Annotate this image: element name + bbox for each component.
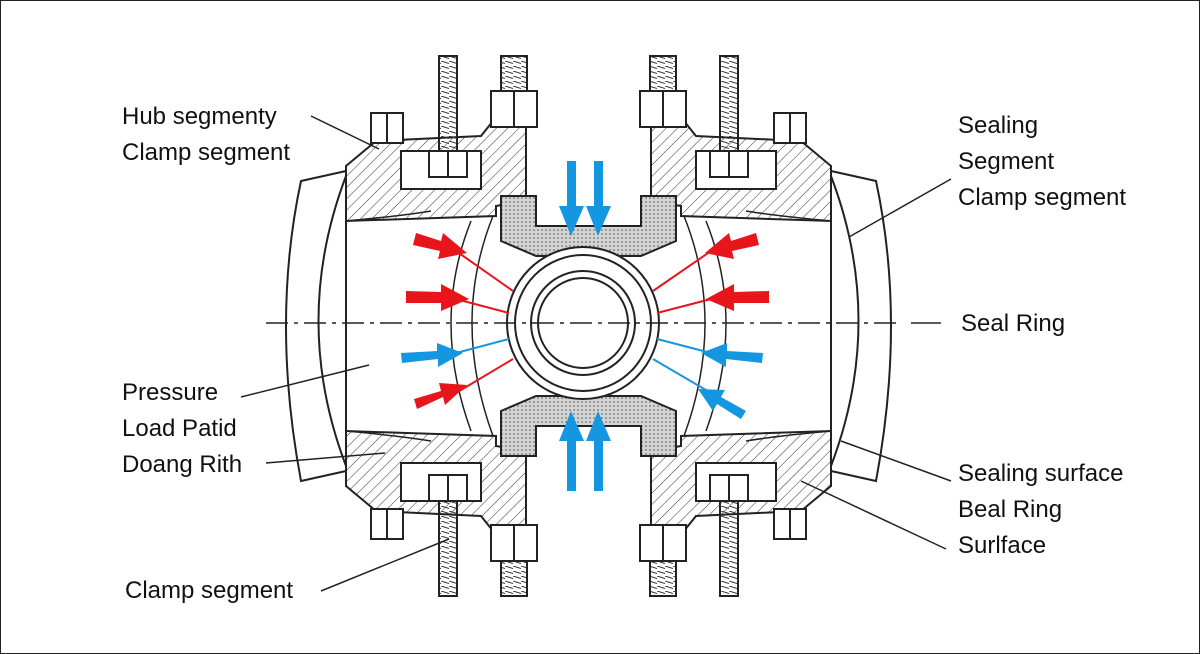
pressure-arrow-left-2 — [406, 284, 469, 311]
top-left-long-stud — [428, 55, 468, 178]
pressure-lines — [455, 250, 712, 394]
pressure-arrows-top — [559, 161, 611, 236]
top-right-long-stud — [709, 55, 749, 178]
label-line: Clamp segment — [125, 577, 294, 604]
label-hub-clamp-segment: Hub segmenty Clamp segment — [122, 99, 290, 171]
label-line: Seal Ring — [961, 310, 1066, 337]
label-line: Clamp segment — [122, 139, 291, 166]
bottom-right-long-stud — [709, 474, 749, 597]
label-line: Surlface — [958, 532, 1047, 559]
top-right-short-bolt — [639, 55, 687, 128]
label-sealing-surface: Sealing surface Beal Ring Surlface — [958, 456, 1123, 564]
left-pipe-flange — [285, 170, 347, 483]
label-line: Doang Rith — [122, 451, 243, 478]
top-left-short-bolt — [490, 55, 538, 128]
bottom-left-outer-nut — [370, 508, 404, 540]
label-line: Sealing surface — [958, 460, 1124, 487]
label-line: Beal Ring — [958, 496, 1063, 523]
pressure-arrow-right-1 — [705, 233, 759, 259]
label-line: Pressure — [122, 379, 219, 406]
pressure-arrows-bottom — [559, 411, 611, 491]
label-line: Segment — [958, 148, 1055, 175]
bottom-right-outer-nut — [773, 508, 807, 540]
leader-lines — [240, 115, 952, 592]
pressure-arrow-right-4 — [698, 389, 746, 419]
pressure-arrow-left-1 — [413, 233, 467, 259]
label-line: Sealing — [958, 112, 1039, 139]
bottom-right-short-bolt — [639, 524, 687, 597]
bottom-seal-segment — [500, 395, 677, 457]
label-pressure-load: Pressure Load Patid Doang Rith — [122, 375, 242, 483]
pressure-arrow-right-3 — [701, 343, 763, 367]
top-right-outer-nut — [773, 112, 807, 144]
label-line: Hub segmenty — [122, 103, 277, 130]
top-left-outer-nut — [370, 112, 404, 144]
top-seal-segment — [500, 195, 677, 257]
pressure-arrow-left-4 — [414, 383, 467, 409]
label-sealing-segment: Sealing Segment Clamp segment — [958, 108, 1126, 216]
pressure-arrow-right-2 — [706, 284, 769, 311]
label-clamp-segment-bottom: Clamp segment — [125, 573, 293, 609]
label-seal-ring: Seal Ring — [961, 306, 1065, 342]
label-line: Clamp segment — [958, 184, 1127, 211]
bottom-left-long-stud — [428, 474, 468, 597]
label-line: Load Patid — [122, 415, 237, 442]
pressure-arrow-left-3 — [401, 343, 463, 367]
bottom-left-short-bolt — [490, 524, 538, 597]
